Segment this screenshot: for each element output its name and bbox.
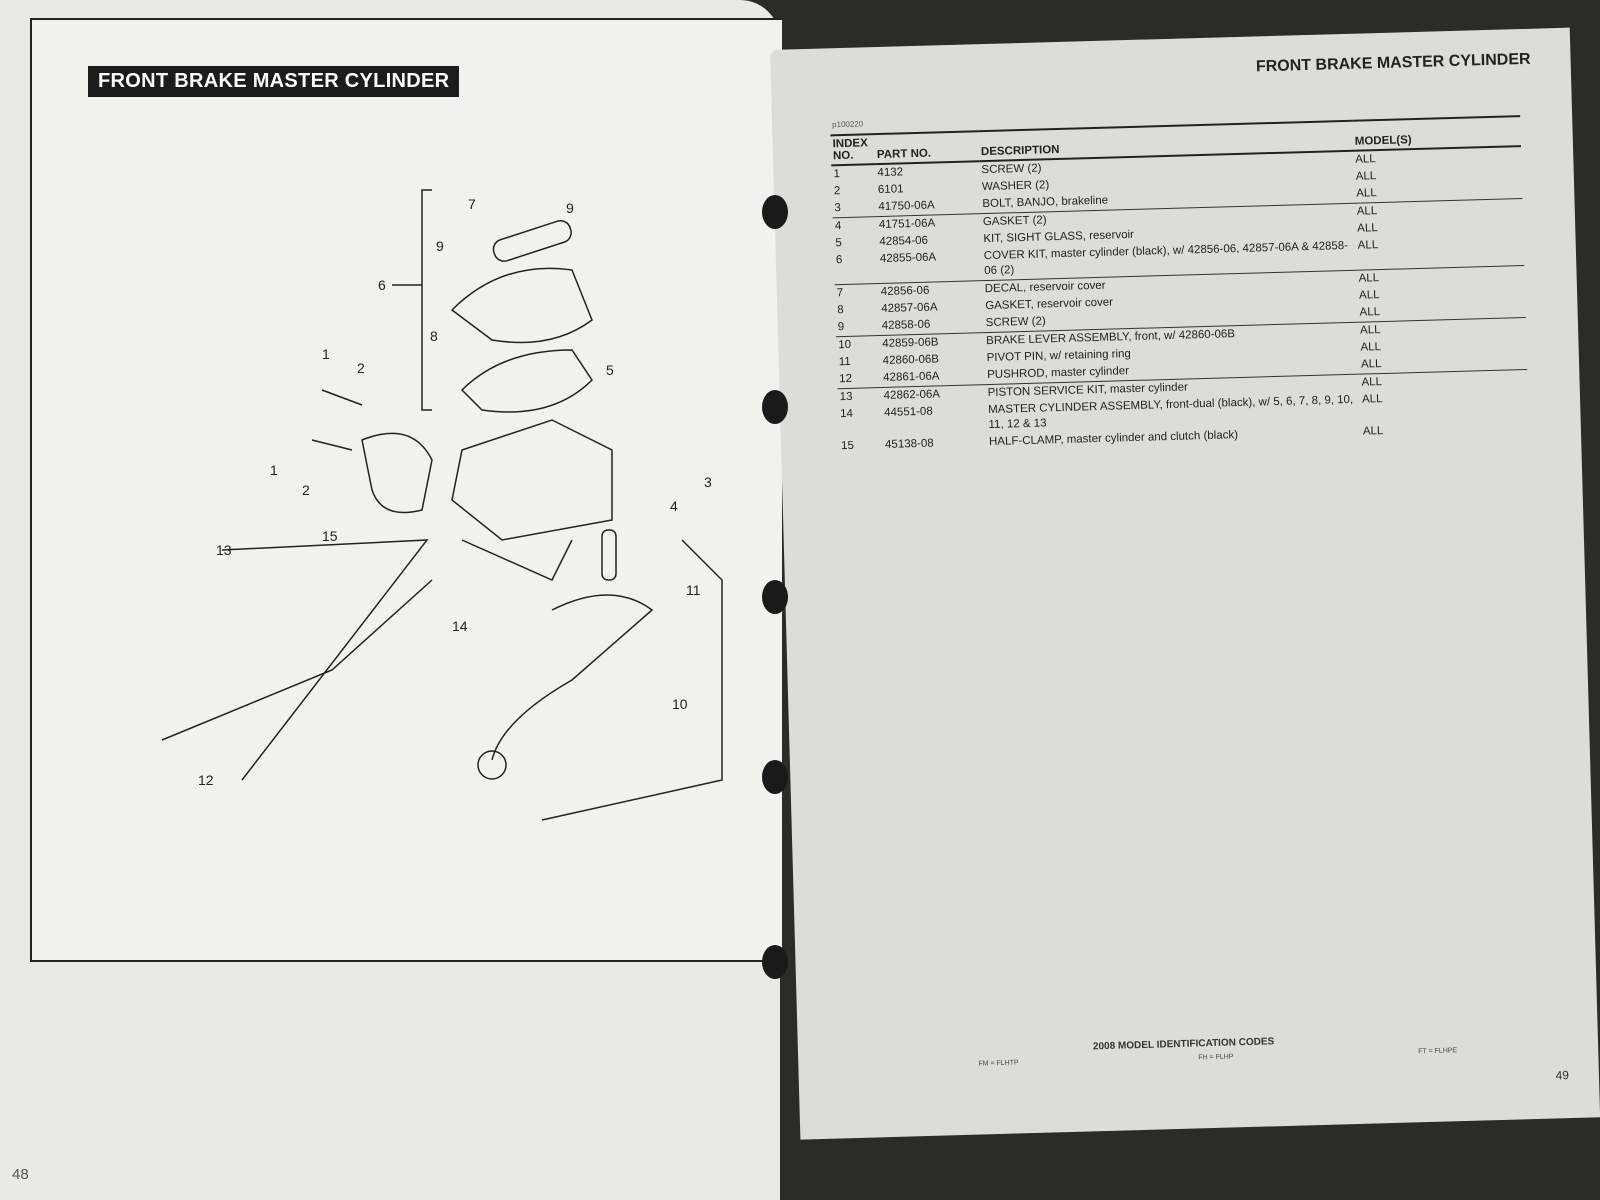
- figure-code: p100220: [831, 119, 864, 130]
- callout: 3: [704, 474, 712, 490]
- cell-index: 11: [838, 355, 851, 369]
- cell-index: 10: [836, 335, 881, 355]
- binder-hole: [762, 760, 788, 794]
- callout: 2: [302, 482, 310, 498]
- cell-index: 7: [834, 283, 880, 303]
- cell-index: 9: [837, 321, 845, 334]
- binder-hole: [762, 580, 788, 614]
- cell-index: 13: [837, 387, 882, 407]
- callout: 7: [468, 196, 476, 212]
- cell-index: 3: [834, 202, 842, 215]
- callout: 14: [452, 618, 468, 634]
- col-index: INDEX NO.: [830, 134, 876, 166]
- callout: 12: [198, 772, 214, 788]
- cell-models: ALL: [1357, 239, 1379, 252]
- model-code: FT = FLHPE: [1418, 1047, 1458, 1056]
- callout: 5: [606, 362, 614, 378]
- cell-index: 15: [840, 439, 855, 453]
- cell-index: 2: [833, 185, 841, 198]
- model-codes-heading: 2008 MODEL IDENTIFICATION CODES: [1092, 1036, 1275, 1053]
- callout: 9: [566, 200, 574, 216]
- exploded-parts-diagram: [161, 189, 723, 821]
- binder-hole: [762, 390, 788, 424]
- callout: 1: [322, 346, 330, 362]
- cell-part: 45138-08: [884, 437, 934, 451]
- cell-index: 12: [839, 372, 853, 386]
- callout: 1: [270, 462, 278, 478]
- right-page: FRONT BRAKE MASTER CYLINDER p100220 INDE…: [770, 27, 1600, 1140]
- page-title: FRONT BRAKE MASTER CYLINDER: [88, 66, 460, 97]
- page-number: 49: [1555, 1068, 1570, 1083]
- callout: 11: [686, 582, 701, 598]
- diagram-frame: 7 9 9 6 8 1 2 5 1 2 3 4 15 13 14 11 10 1…: [30, 18, 782, 962]
- callout: 13: [216, 542, 232, 558]
- callout: 6: [378, 277, 386, 293]
- cell-part: 42855-06A: [879, 251, 937, 266]
- page-title: FRONT BRAKE MASTER CYLINDER: [1255, 50, 1531, 76]
- callout: 2: [357, 360, 365, 376]
- callout: 15: [322, 528, 338, 544]
- page-number: 48: [12, 1166, 29, 1183]
- callout: 8: [430, 328, 438, 344]
- callout: 9: [436, 238, 444, 254]
- cell-models: ALL: [1362, 425, 1384, 438]
- cell-part: 44551-08: [884, 405, 933, 419]
- cell-index: 4: [832, 216, 878, 236]
- cell-index: 1: [833, 168, 841, 181]
- model-code: FM = FLHTP: [978, 1059, 1019, 1068]
- parts-table: INDEX NO. PART NO. DESCRIPTION MODEL(S) …: [830, 115, 1529, 455]
- left-page: 7 9 9 6 8 1 2 5 1 2 3 4 15 13 14 11 10 1…: [0, 0, 782, 1200]
- callout: 4: [670, 498, 678, 514]
- col-models: MODEL(S): [1352, 116, 1521, 151]
- callout: 10: [672, 696, 688, 712]
- cell-index: 14: [840, 407, 854, 421]
- cell-index: 5: [835, 237, 842, 250]
- cell-index: 8: [837, 304, 844, 317]
- col-part: PART NO.: [874, 131, 980, 165]
- cell-models: ALL: [1361, 393, 1383, 406]
- cell-index: 6: [835, 254, 843, 267]
- binder-hole: [762, 195, 788, 229]
- model-code: FH = FLHP: [1198, 1053, 1234, 1062]
- binder-hole: [762, 945, 788, 979]
